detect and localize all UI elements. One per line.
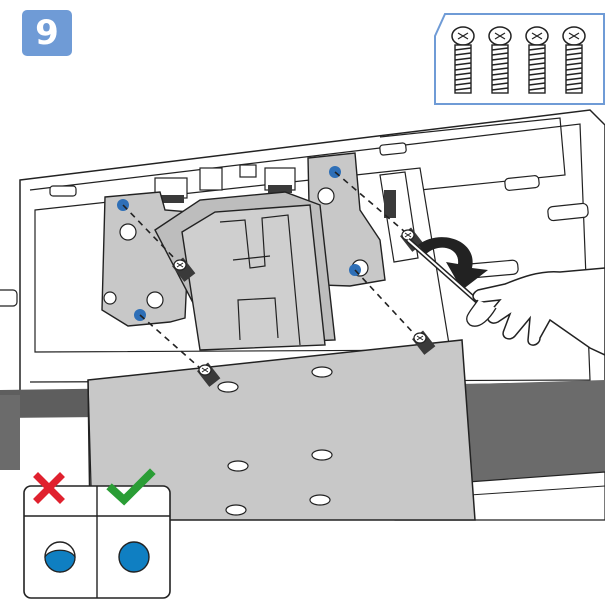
screw-icon: [489, 27, 511, 93]
correct-example: [119, 542, 149, 572]
screw-pack-box: [435, 14, 604, 104]
screw-icon: [526, 27, 548, 93]
screw-depth-indicator: [24, 474, 170, 598]
screw-icon: [452, 27, 474, 93]
screw-icon: [563, 27, 585, 93]
incorrect-example: [45, 542, 75, 572]
